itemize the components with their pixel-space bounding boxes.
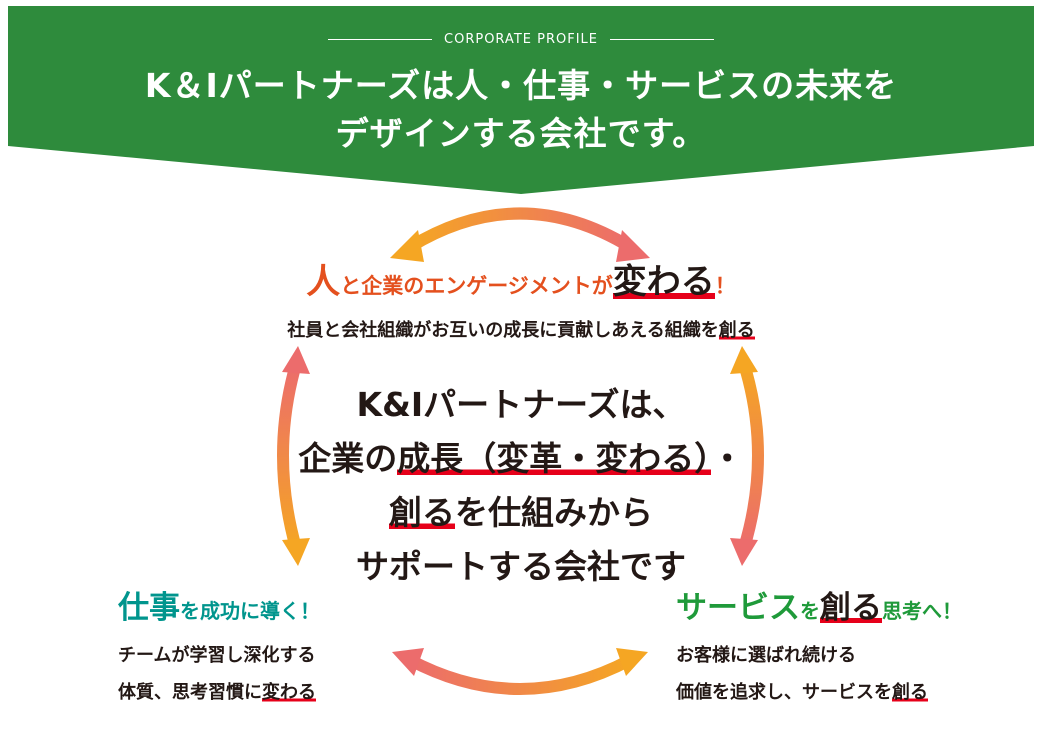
left-heading-success: を成功に導く！: [180, 599, 320, 623]
banner-title-line2: デザインする会社です。: [335, 114, 707, 153]
right-heading: サービスを創る思考へ！: [676, 582, 962, 627]
top-subtext-body: 社員と会社組織がお互いの成長に貢献しあえる組織を: [287, 320, 719, 341]
left-arc-arrow: [277, 362, 302, 550]
center-line3-create: 創る: [389, 493, 455, 532]
right-heading-create: 創る: [820, 590, 882, 626]
center-line2-growth: 成長（変革・変わる）: [397, 439, 711, 478]
left-text-line2: 体質、思考習慣に変わる: [118, 674, 316, 711]
subtitle-rule-right: [609, 39, 714, 40]
left-arc-head-top: [282, 346, 310, 374]
center-statement: K&Iパートナーズは、 企業の成長（変革・変わる）・ 創るを仕組みから サポート…: [0, 378, 1042, 594]
left-text-line2-change: 変わる: [262, 682, 316, 703]
top-arc-head-right: [616, 230, 650, 262]
right-text-line2: 価値を追求し、サービスを創る: [676, 674, 928, 711]
center-line1: K&Iパートナーズは、: [356, 385, 686, 424]
right-text-line2-a: 価値を追求し、サービスを: [676, 682, 892, 703]
header-banner: CORPORATE PROFILE K＆Iパートナーズは人・仕事・サービスの未来…: [8, 6, 1034, 194]
subtitle-text: CORPORATE PROFILE: [444, 32, 598, 47]
top-subtext: 社員と会社組織がお互いの成長に貢献しあえる組織を創る: [0, 316, 1042, 342]
right-text: お客様に選ばれ続ける 価値を追求し、サービスを創る: [676, 637, 928, 711]
bottom-arc-head-left: [392, 648, 424, 676]
bottom-arc-head-right: [616, 648, 648, 676]
center-line3-b: を仕組みから: [455, 493, 653, 532]
left-heading: 仕事を成功に導く！: [118, 582, 320, 627]
left-text: チームが学習し深化する 体質、思考習慣に変わる: [118, 637, 316, 711]
top-subtext-create: 創る: [718, 320, 755, 341]
right-arc-head-top: [730, 346, 758, 374]
right-text-line1: お客様に選ばれ続ける: [676, 645, 856, 666]
banner-title-line1: K＆Iパートナーズは人・仕事・サービスの未来を: [144, 66, 898, 105]
center-line2-c: ・: [710, 439, 744, 478]
center-line2-a: 企業の: [298, 439, 398, 478]
center-line4: サポートする会社です: [356, 547, 686, 586]
top-heading-change: 変わる: [612, 262, 715, 302]
banner-shape: [8, 6, 1034, 194]
center-line3: 創るを仕組みから: [0, 486, 1042, 540]
banner-subtitle: CORPORATE PROFILE: [8, 32, 1034, 47]
right-heading-thinking: 思考へ！: [882, 599, 962, 623]
right-heading-service: サービス: [676, 590, 800, 626]
center-line2: 企業の成長（変革・変わる）・: [0, 432, 1042, 486]
left-arc-head-bottom: [282, 538, 310, 566]
banner-title: K＆Iパートナーズは人・仕事・サービスの未来を デザインする会社です。: [8, 62, 1034, 158]
right-arc-head-bottom: [730, 538, 758, 566]
right-arc-arrow: [738, 362, 764, 550]
top-heading-exclaim: ！: [714, 274, 736, 298]
left-heading-work: 仕事: [118, 590, 180, 626]
left-text-line2-a: 体質、思考習慣に: [118, 682, 262, 703]
right-text-line2-create: 創る: [892, 682, 928, 703]
top-arc-head-left: [390, 230, 424, 262]
top-heading-engagement: と企業のエンゲージメントが: [340, 274, 613, 298]
top-heading-person: 人: [306, 262, 341, 302]
top-arc-arrow: [406, 207, 634, 253]
subtitle-rule-left: [328, 39, 433, 40]
right-heading-wo: を: [800, 599, 820, 623]
left-text-line1: チームが学習し深化する: [118, 645, 316, 666]
top-heading: 人と企業のエンゲージメントが変わる！: [0, 254, 1042, 303]
bottom-arc-arrow: [407, 654, 633, 695]
